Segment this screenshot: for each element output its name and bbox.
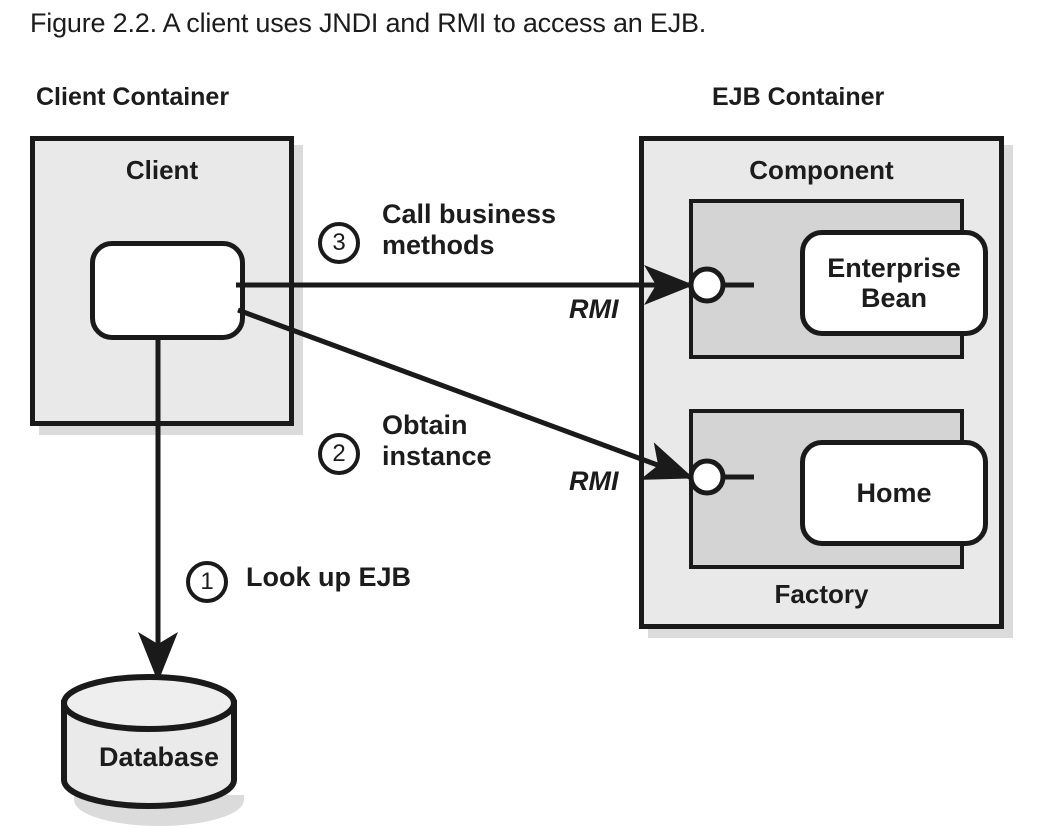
step-label-3: Call business methods [382, 199, 557, 260]
step-badge-2: 2 [318, 433, 360, 475]
factory-shell: Home [689, 409, 988, 569]
step-badge-3: 3 [318, 222, 360, 264]
home-node[interactable]: Home [800, 440, 988, 546]
step-badge-1: 1 [186, 561, 228, 603]
component-shell: Enterprise Bean [689, 199, 988, 359]
client-container-heading: Client Container [36, 83, 230, 111]
client-container-box: Client [30, 136, 294, 426]
ejb-container-box: Component Enterprise Bean Home Factory [639, 136, 1004, 629]
figure-caption: Figure 2.2. A client uses JNDI and RMI t… [30, 8, 707, 38]
step-label-1: Look up EJB [246, 562, 412, 592]
client-node[interactable] [90, 241, 245, 340]
enterprise-bean-node[interactable]: Enterprise Bean [800, 230, 988, 336]
factory-label: Factory [774, 579, 869, 609]
protocol-label-component: RMI [569, 294, 619, 324]
ejb-container-heading: EJB Container [712, 83, 885, 111]
database-label: Database [98, 742, 220, 772]
client-label: Client [125, 155, 199, 185]
step-label-2: Obtain instance [382, 410, 492, 471]
protocol-label-factory: RMI [569, 466, 619, 496]
component-label: Component [749, 155, 894, 185]
